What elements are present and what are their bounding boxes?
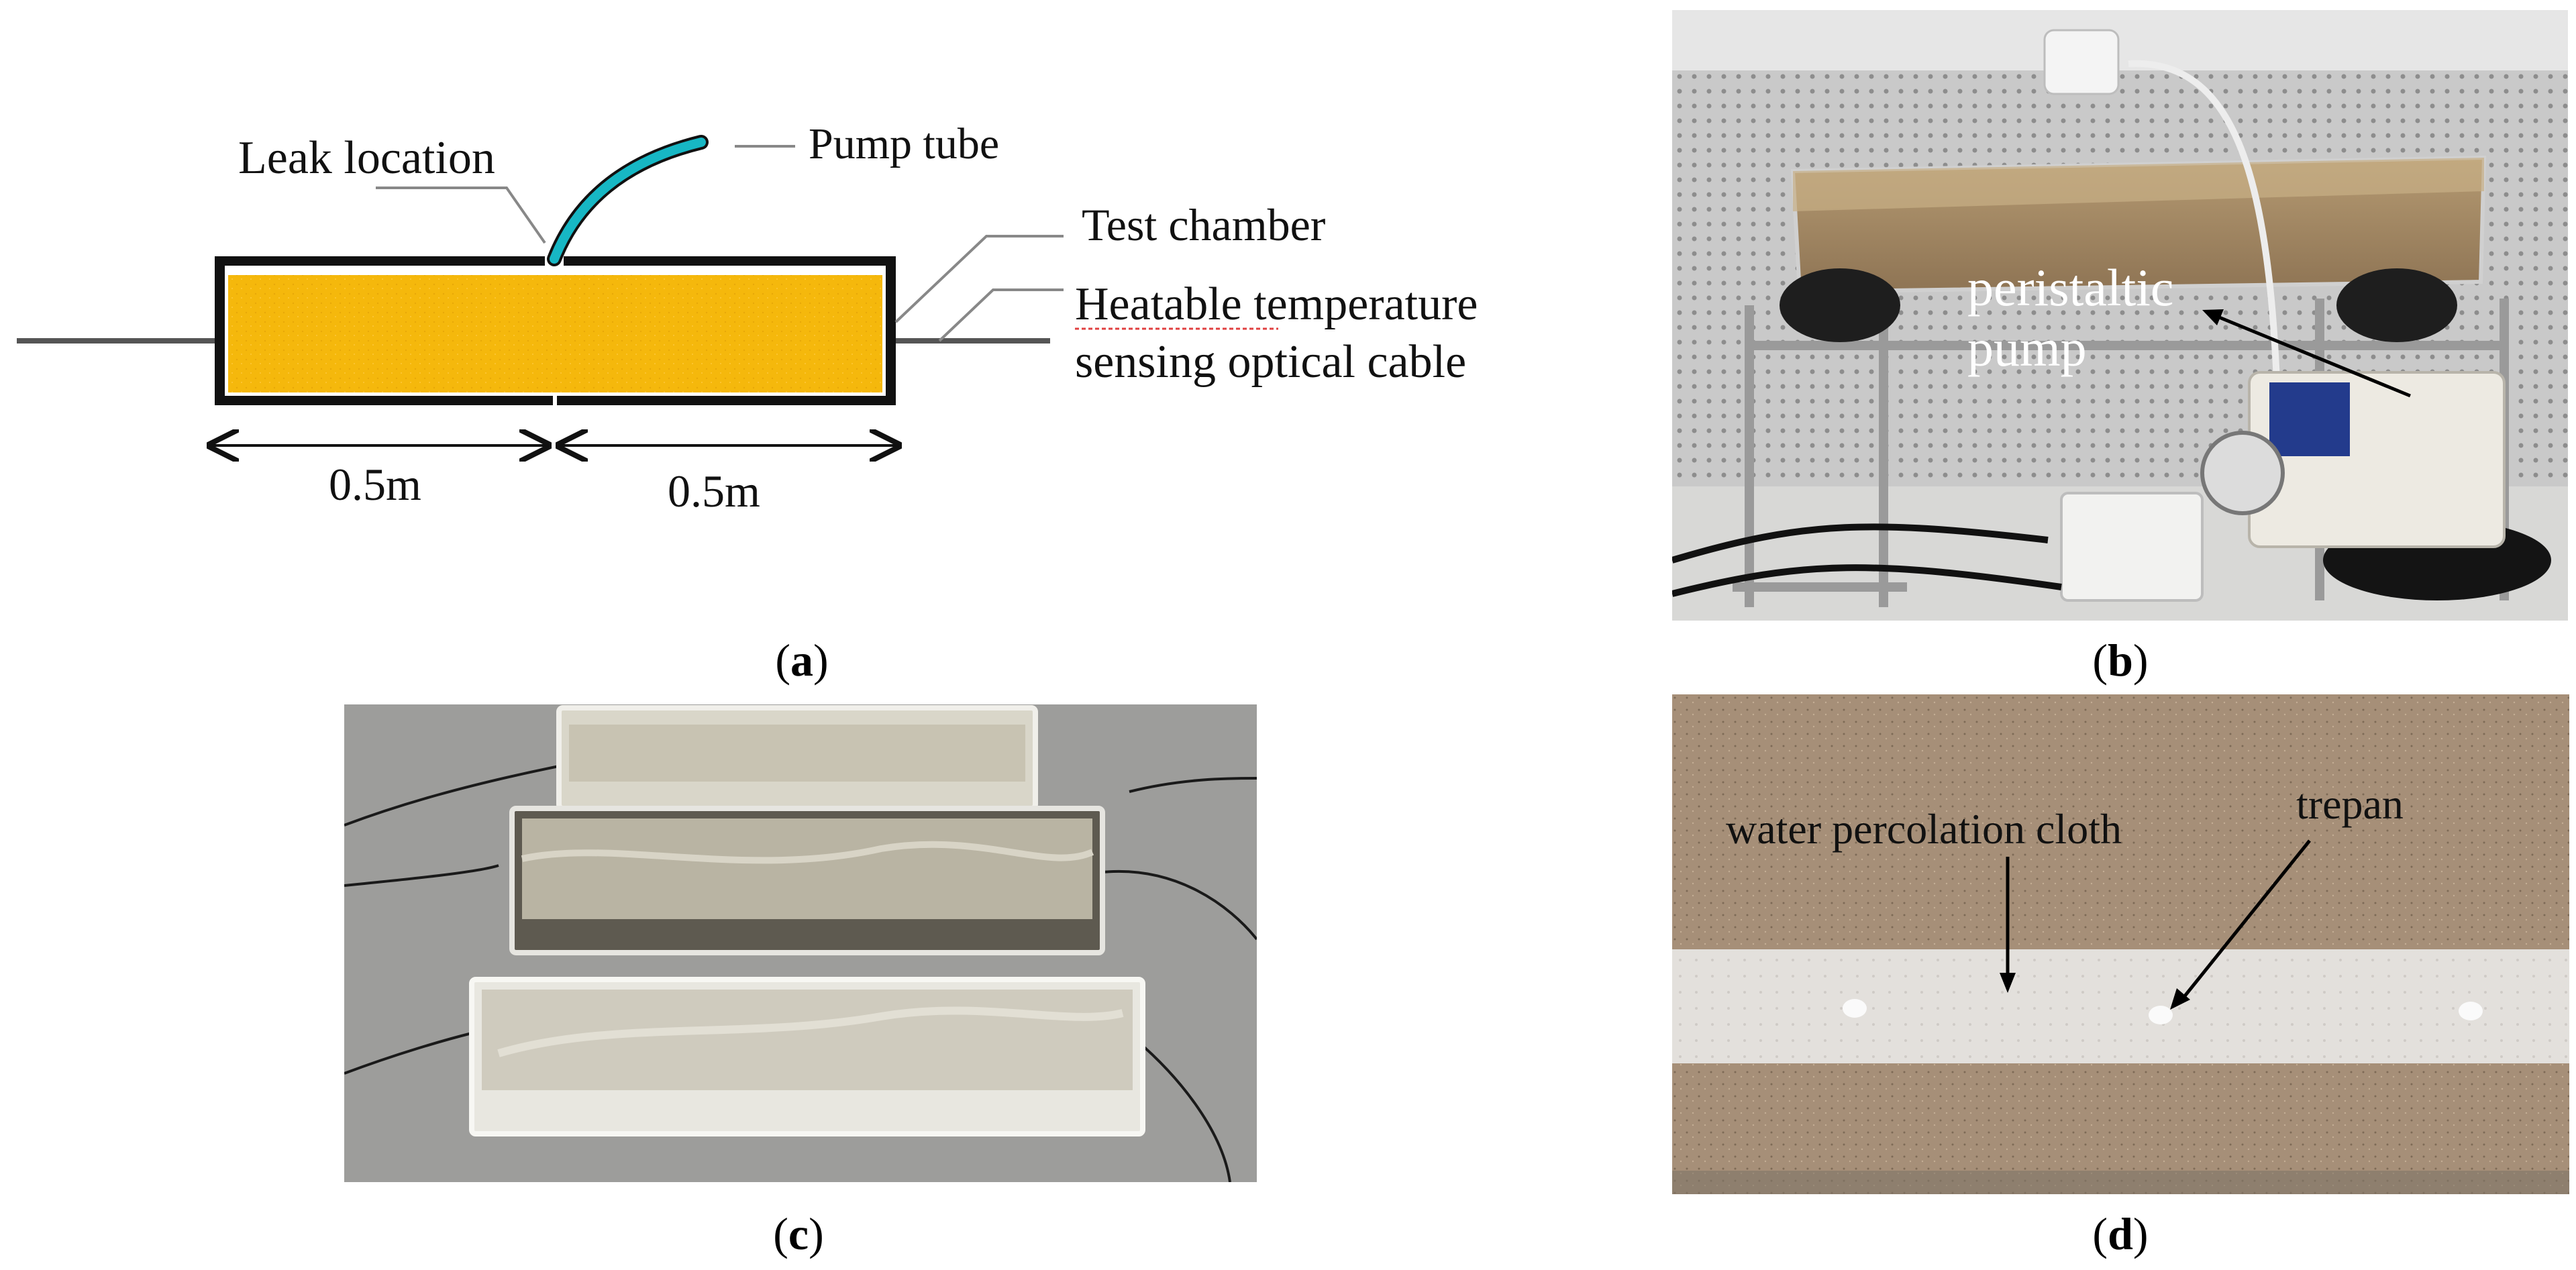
pump-arrow-head xyxy=(2202,309,2224,325)
chamber-divider-mark xyxy=(553,396,557,407)
pump-label-1: peristaltic xyxy=(1967,258,2174,317)
pump-head xyxy=(2200,431,2285,515)
black-cables xyxy=(1672,523,2062,597)
percolation-cloth-band xyxy=(1672,949,2569,1063)
pump-label-2: pump xyxy=(1967,319,2087,377)
test-chamber-label: Test chamber xyxy=(1082,199,1326,250)
panel-b-photo: peristaltic pump xyxy=(1672,10,2568,621)
leak-location-label: Leak location xyxy=(238,132,495,184)
pump-arrow xyxy=(2214,313,2411,398)
trepan-arrow xyxy=(2179,839,2311,1002)
cable-leader xyxy=(938,288,1064,342)
caption-c: (c) xyxy=(773,1208,824,1259)
cloth-arrow-head xyxy=(2000,973,2016,993)
dimension-left-label: 0.5m xyxy=(329,459,421,510)
pump-control-panel xyxy=(2269,382,2350,456)
top-cylinder xyxy=(2043,29,2120,95)
trepan-hole-3 xyxy=(2459,1002,2483,1020)
heatable-cable-label-1: Heatable temperature xyxy=(1075,278,1478,330)
panel-a-schematic: Leak location Pump tube Test chamber Hea… xyxy=(0,0,1610,604)
pump-tube-label: Pump tube xyxy=(809,119,999,168)
trepan-arrow-head xyxy=(2170,988,2190,1010)
trepan-hole-1 xyxy=(1843,999,1867,1018)
cloth-label: water percolation cloth xyxy=(1726,805,2122,853)
funnel-left xyxy=(1780,268,1900,342)
panel-b-svg: peristaltic pump xyxy=(1672,10,2568,621)
pump-tube xyxy=(547,135,709,266)
dimension-right-label: 0.5m xyxy=(668,466,760,517)
caption-d: (d) xyxy=(2092,1208,2149,1259)
glass-bottom-edge xyxy=(1672,1171,2569,1194)
caption-a: (a) xyxy=(775,635,829,686)
cables-c xyxy=(344,763,1257,1182)
panel-d-svg: water percolation cloth trepan xyxy=(1672,694,2569,1194)
funnel-right xyxy=(2336,268,2457,342)
panel-a-svg: Leak location Pump tube Test chamber Hea… xyxy=(17,119,1478,517)
trepan-hole-2 xyxy=(2149,1006,2173,1024)
panel-d-photo: water percolation cloth trepan xyxy=(1672,694,2569,1194)
soil-fill xyxy=(228,275,882,392)
test-chamber-leader xyxy=(894,235,1064,323)
trepan-label: trepan xyxy=(2296,780,2404,828)
bucket xyxy=(2060,492,2204,602)
heatable-cable-label-2: sensing optical cable xyxy=(1075,336,1466,388)
panel-c-svg xyxy=(344,704,1257,1182)
panel-c-photo xyxy=(344,704,1257,1182)
leak-location-leader xyxy=(376,187,546,244)
caption-b: (b) xyxy=(2092,635,2149,686)
soil-upper xyxy=(1672,694,2569,949)
